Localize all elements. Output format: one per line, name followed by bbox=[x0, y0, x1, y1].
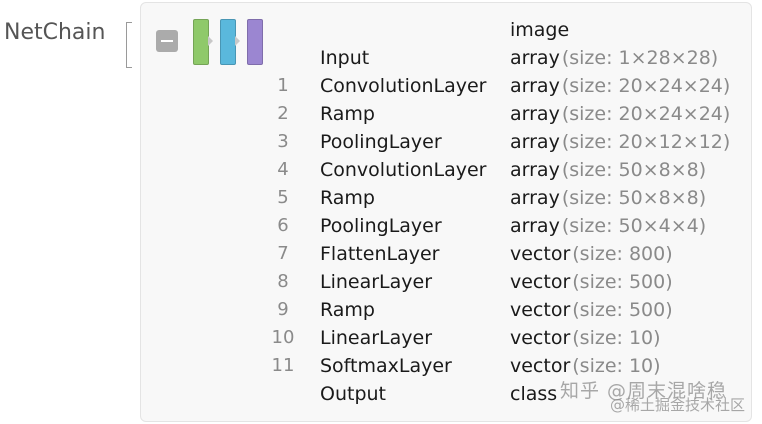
row-index: 9 bbox=[277, 299, 289, 320]
row-index: 6 bbox=[277, 215, 289, 236]
table-row[interactable]: 10 LinearLayer vector(size: 10) bbox=[0, 324, 762, 352]
layer-name: Ramp bbox=[320, 103, 375, 125]
layer-name: LinearLayer bbox=[320, 271, 433, 293]
layer-name: SoftmaxLayer bbox=[320, 355, 452, 377]
type-size: (size: 800) bbox=[572, 243, 673, 265]
type-kind: array bbox=[510, 103, 560, 125]
netchain-panel bbox=[140, 2, 752, 422]
type-kind: class bbox=[510, 383, 558, 405]
type-kind: vector bbox=[510, 299, 571, 321]
type-kind: vector bbox=[510, 327, 571, 349]
type-size: (size: 1×28×28) bbox=[561, 47, 719, 69]
layer-name: ConvolutionLayer bbox=[320, 75, 487, 97]
layer-name: PoolingLayer bbox=[320, 131, 442, 153]
row-index: 2 bbox=[277, 103, 289, 124]
type-kind: array bbox=[510, 215, 560, 237]
layer-output-type: image bbox=[510, 16, 571, 44]
layer-output-type: vector(size: 500) bbox=[510, 268, 673, 296]
type-size: (size: 20×24×24) bbox=[561, 103, 731, 125]
table-row[interactable]: 5 Ramp array(size: 50×8×8) bbox=[0, 184, 762, 212]
layer-name: ConvolutionLayer bbox=[320, 159, 487, 181]
table-row[interactable]: Output class bbox=[0, 380, 762, 408]
layer-name: Input bbox=[320, 47, 370, 69]
type-kind: array bbox=[510, 75, 560, 97]
net-block-3 bbox=[247, 19, 263, 65]
layer-name: LinearLayer bbox=[320, 327, 433, 349]
type-kind: vector bbox=[510, 355, 571, 377]
table-row[interactable]: 6 PoolingLayer array(size: 50×4×4) bbox=[0, 212, 762, 240]
type-size: (size: 20×24×24) bbox=[561, 75, 731, 97]
type-size: (size: 10) bbox=[572, 355, 661, 377]
row-index: 1 bbox=[277, 75, 289, 96]
row-index: 5 bbox=[277, 187, 289, 208]
table-row[interactable]: 8 LinearLayer vector(size: 500) bbox=[0, 268, 762, 296]
type-size: (size: 20×12×12) bbox=[561, 131, 731, 153]
collapse-button[interactable] bbox=[156, 30, 178, 52]
row-index: 4 bbox=[277, 159, 289, 180]
layer-name: PoolingLayer bbox=[320, 215, 442, 237]
layer-output-type: class bbox=[510, 380, 559, 408]
table-row[interactable]: 4 ConvolutionLayer array(size: 50×8×8) bbox=[0, 156, 762, 184]
table-row[interactable]: 11 SoftmaxLayer vector(size: 10) bbox=[0, 352, 762, 380]
row-index: 3 bbox=[277, 131, 289, 152]
type-kind: array bbox=[510, 187, 560, 209]
layer-output-type: array(size: 50×4×4) bbox=[510, 212, 706, 240]
layer-output-type: vector(size: 500) bbox=[510, 296, 673, 324]
layer-output-type: array(size: 20×24×24) bbox=[510, 72, 730, 100]
watermark: 知乎 @周末混啥稳 @稀土掘金技术社区 bbox=[548, 376, 758, 416]
row-index: 8 bbox=[277, 271, 289, 292]
layer-output-type: array(size: 1×28×28) bbox=[510, 44, 718, 72]
layer-output-type: vector(size: 10) bbox=[510, 324, 661, 352]
layer-name: Ramp bbox=[320, 299, 375, 321]
layer-output-type: array(size: 50×8×8) bbox=[510, 156, 706, 184]
layer-name: Output bbox=[320, 383, 386, 405]
row-index: 11 bbox=[271, 355, 295, 376]
type-kind: vector bbox=[510, 271, 571, 293]
row-index: 10 bbox=[271, 327, 295, 348]
type-size: (size: 500) bbox=[572, 271, 673, 293]
chevron-right-icon bbox=[235, 36, 240, 46]
type-kind: array bbox=[510, 131, 560, 153]
type-kind: image bbox=[510, 19, 570, 41]
layer-output-type: array(size: 20×24×24) bbox=[510, 100, 730, 128]
layer-output-type: array(size: 50×8×8) bbox=[510, 184, 706, 212]
chevron-right-icon bbox=[208, 36, 213, 46]
type-size: (size: 10) bbox=[572, 327, 661, 349]
table-row[interactable]: image bbox=[0, 16, 762, 44]
layer-output-type: array(size: 20×12×12) bbox=[510, 128, 730, 156]
layer-output-type: vector(size: 800) bbox=[510, 240, 673, 268]
type-size: (size: 50×4×4) bbox=[561, 215, 707, 237]
table-row[interactable]: 3 PoolingLayer array(size: 20×12×12) bbox=[0, 128, 762, 156]
layer-name: Ramp bbox=[320, 187, 375, 209]
layer-name: FlattenLayer bbox=[320, 243, 440, 265]
type-kind: array bbox=[510, 47, 560, 69]
row-index: 7 bbox=[277, 243, 289, 264]
table-row[interactable]: Input array(size: 1×28×28) bbox=[0, 44, 762, 72]
watermark-line1: 知乎 @周末混啥稳 bbox=[560, 380, 728, 402]
type-size: (size: 50×8×8) bbox=[561, 187, 707, 209]
table-row[interactable]: 1 ConvolutionLayer array(size: 20×24×24) bbox=[0, 72, 762, 100]
minus-icon bbox=[161, 40, 173, 42]
table-row[interactable]: 2 Ramp array(size: 20×24×24) bbox=[0, 100, 762, 128]
type-size: (size: 50×8×8) bbox=[561, 159, 707, 181]
type-kind: array bbox=[510, 159, 560, 181]
watermark-line2: @稀土掘金技术社区 bbox=[610, 396, 746, 414]
netchain-label: NetChain bbox=[4, 20, 106, 45]
type-size: (size: 500) bbox=[572, 299, 673, 321]
type-kind: vector bbox=[510, 243, 571, 265]
table-row[interactable]: 7 FlattenLayer vector(size: 800) bbox=[0, 240, 762, 268]
left-bracket bbox=[126, 22, 132, 68]
table-row[interactable]: 9 Ramp vector(size: 500) bbox=[0, 296, 762, 324]
layer-output-type: vector(size: 10) bbox=[510, 352, 661, 380]
